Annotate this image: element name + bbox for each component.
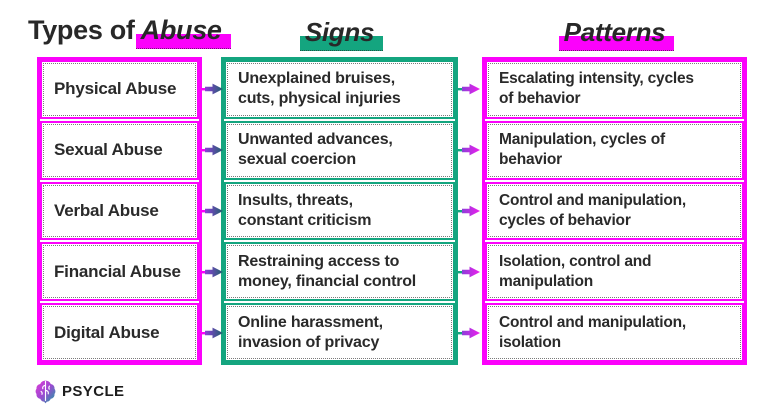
patterns-cell-verbal: Control and manipulation, cycles of beha…: [485, 181, 744, 241]
signs-column: Unexplained bruises, cuts, physical inju…: [221, 57, 458, 365]
signs-cell-digital: Online harassment, invasion of privacy: [224, 303, 455, 362]
brand-name: PSYCLE: [62, 382, 125, 400]
magenta-highlight-bar: [135, 34, 231, 49]
types-cell-sexual: Sexual Abuse: [40, 120, 199, 180]
patterns-column-header: Patterns: [482, 17, 747, 51]
arrow-right-icon: [456, 144, 480, 156]
arrow-right-icon: [456, 205, 480, 217]
arrow-right-icon: [199, 327, 223, 339]
arrow-right-icon: [456, 327, 480, 339]
patterns-cell-sexual: Manipulation, cycles of behavior: [485, 120, 744, 180]
signs-cell-sexual: Unwanted advances, sexual coercion: [224, 120, 455, 180]
patterns-cell-digital: Control and manipulation, isolation: [485, 303, 744, 362]
page-title-prefix: Types of: [28, 15, 135, 45]
teal-highlight-bar: [299, 36, 384, 51]
arrow-right-icon: [199, 205, 223, 217]
page-title-highlight: Abuse: [135, 15, 231, 49]
signs-column-header: Signs: [221, 17, 458, 51]
signs-cell-physical: Unexplained bruises, cuts, physical inju…: [224, 60, 455, 119]
brain-icon: [35, 380, 56, 403]
arrow-right-icon: [199, 83, 223, 95]
arrow-right-icon: [456, 83, 480, 95]
signs-cell-verbal: Insults, threats, constant criticism: [224, 181, 455, 241]
arrow-right-icon: [456, 266, 480, 278]
types-column: Physical Abuse Sexual Abuse Verbal Abuse…: [37, 57, 202, 365]
arrow-right-icon: [199, 144, 223, 156]
types-cell-financial: Financial Abuse: [40, 242, 199, 302]
types-cell-verbal: Verbal Abuse: [40, 181, 199, 241]
psycle-logo: PSYCLE: [33, 378, 124, 404]
magenta-highlight-bar: [558, 36, 675, 51]
patterns-column: Escalating intensity, cycles of behavior…: [482, 57, 747, 365]
patterns-cell-financial: Isolation, control and manipulation: [485, 242, 744, 302]
types-cell-physical: Physical Abuse: [40, 60, 199, 119]
signs-cell-financial: Restraining access to money, financial c…: [224, 242, 455, 302]
types-cell-digital: Digital Abuse: [40, 303, 199, 362]
arrow-right-icon: [199, 266, 223, 278]
patterns-cell-physical: Escalating intensity, cycles of behavior: [485, 60, 744, 119]
